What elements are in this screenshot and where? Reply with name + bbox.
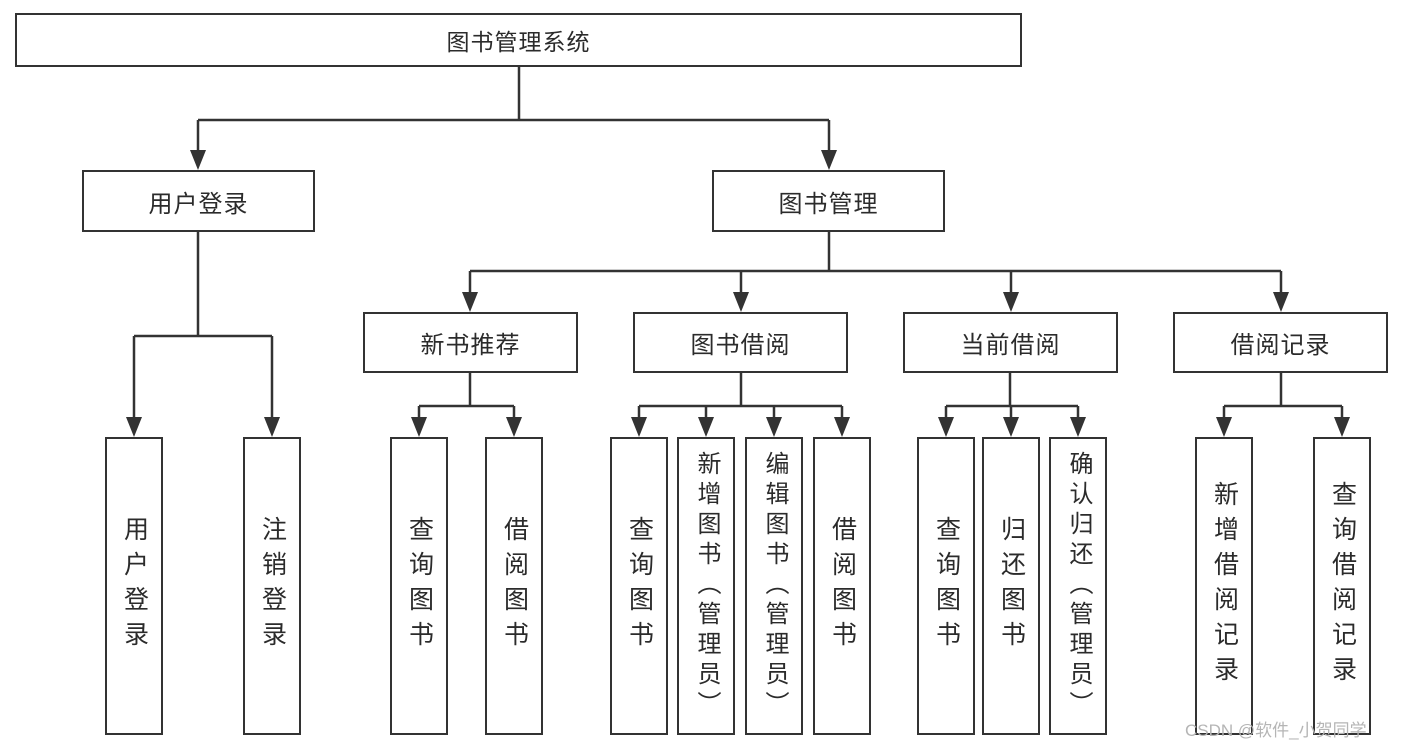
leaf-label: 归还图书	[997, 516, 1026, 656]
arrowhead	[938, 417, 954, 437]
leaf-borrow-books: 借阅图书	[813, 437, 871, 735]
leaf-label: 编辑图书（管理员）	[761, 451, 788, 721]
arrowhead	[1003, 417, 1019, 437]
arrowhead	[1003, 292, 1019, 312]
leaf-label: 新增图书（管理员）	[693, 451, 720, 721]
leaf-query-books-current: 查询图书	[917, 437, 975, 735]
node-borrow-record: 借阅记录	[1173, 312, 1388, 373]
leaf-label: 借阅图书	[500, 516, 529, 656]
leaf-edit-book-admin: 编辑图书（管理员）	[745, 437, 803, 735]
arrowhead	[1273, 292, 1289, 312]
leaf-return-book: 归还图书	[982, 437, 1040, 735]
leaf-query-books-borrow: 查询图书	[610, 437, 668, 735]
leaf-query-books-recommend: 查询图书	[390, 437, 448, 735]
connector-bookborrow-to-leaves	[637, 373, 844, 420]
arrowhead	[506, 417, 522, 437]
arrowhead	[190, 150, 206, 170]
node-library-management-system: 图书管理系统	[15, 13, 1022, 67]
csdn-watermark: CSDN @软件_小贺同学	[1185, 721, 1367, 740]
connector-borrowrecord-to-leaves	[1222, 373, 1344, 420]
connector-root-to-level2	[196, 67, 831, 152]
leaf-user-login: 用户登录	[105, 437, 163, 735]
leaf-label: 借阅图书	[828, 516, 857, 656]
leaf-label: 注销登录	[258, 516, 287, 656]
leaf-logout: 注销登录	[243, 437, 301, 735]
leaf-label: 查询图书	[625, 516, 654, 656]
arrowhead	[766, 417, 782, 437]
leaf-confirm-return-admin: 确认归还（管理员）	[1049, 437, 1107, 735]
arrowhead	[1334, 417, 1350, 437]
node-book-borrow: 图书借阅	[633, 312, 848, 373]
arrowhead	[1070, 417, 1086, 437]
leaf-label: 查询图书	[932, 516, 961, 656]
leaf-borrow-books-recommend: 借阅图书	[485, 437, 543, 735]
arrowhead	[821, 150, 837, 170]
arrowhead	[411, 417, 427, 437]
leaf-label: 用户登录	[120, 516, 149, 656]
arrowhead	[698, 417, 714, 437]
leaf-label: 新增借阅记录	[1210, 481, 1239, 691]
node-current-borrow: 当前借阅	[903, 312, 1118, 373]
arrowheads	[126, 150, 1350, 437]
arrowhead	[733, 292, 749, 312]
arrowhead	[264, 417, 280, 437]
node-book-management: 图书管理	[712, 170, 945, 232]
connector-newbook-to-leaves	[417, 373, 516, 420]
arrowhead	[462, 292, 478, 312]
leaf-label: 查询借阅记录	[1328, 481, 1357, 691]
arrowhead	[126, 417, 142, 437]
leaf-label: 查询图书	[405, 516, 434, 656]
arrowhead	[631, 417, 647, 437]
connector-currentborrow-to-leaves	[944, 373, 1080, 420]
arrowhead	[834, 417, 850, 437]
leaf-label: 确认归还（管理员）	[1065, 451, 1092, 721]
connector-bookmgmt-to-level3	[468, 232, 1283, 294]
connector-userlogin-to-leaves	[132, 232, 274, 419]
leaf-query-borrow-record: 查询借阅记录	[1313, 437, 1371, 735]
node-new-book-recommend: 新书推荐	[363, 312, 578, 373]
arrowhead	[1216, 417, 1232, 437]
leaf-add-book-admin: 新增图书（管理员）	[677, 437, 735, 735]
leaf-add-borrow-record: 新增借阅记录	[1195, 437, 1253, 735]
node-user-login: 用户登录	[82, 170, 315, 232]
